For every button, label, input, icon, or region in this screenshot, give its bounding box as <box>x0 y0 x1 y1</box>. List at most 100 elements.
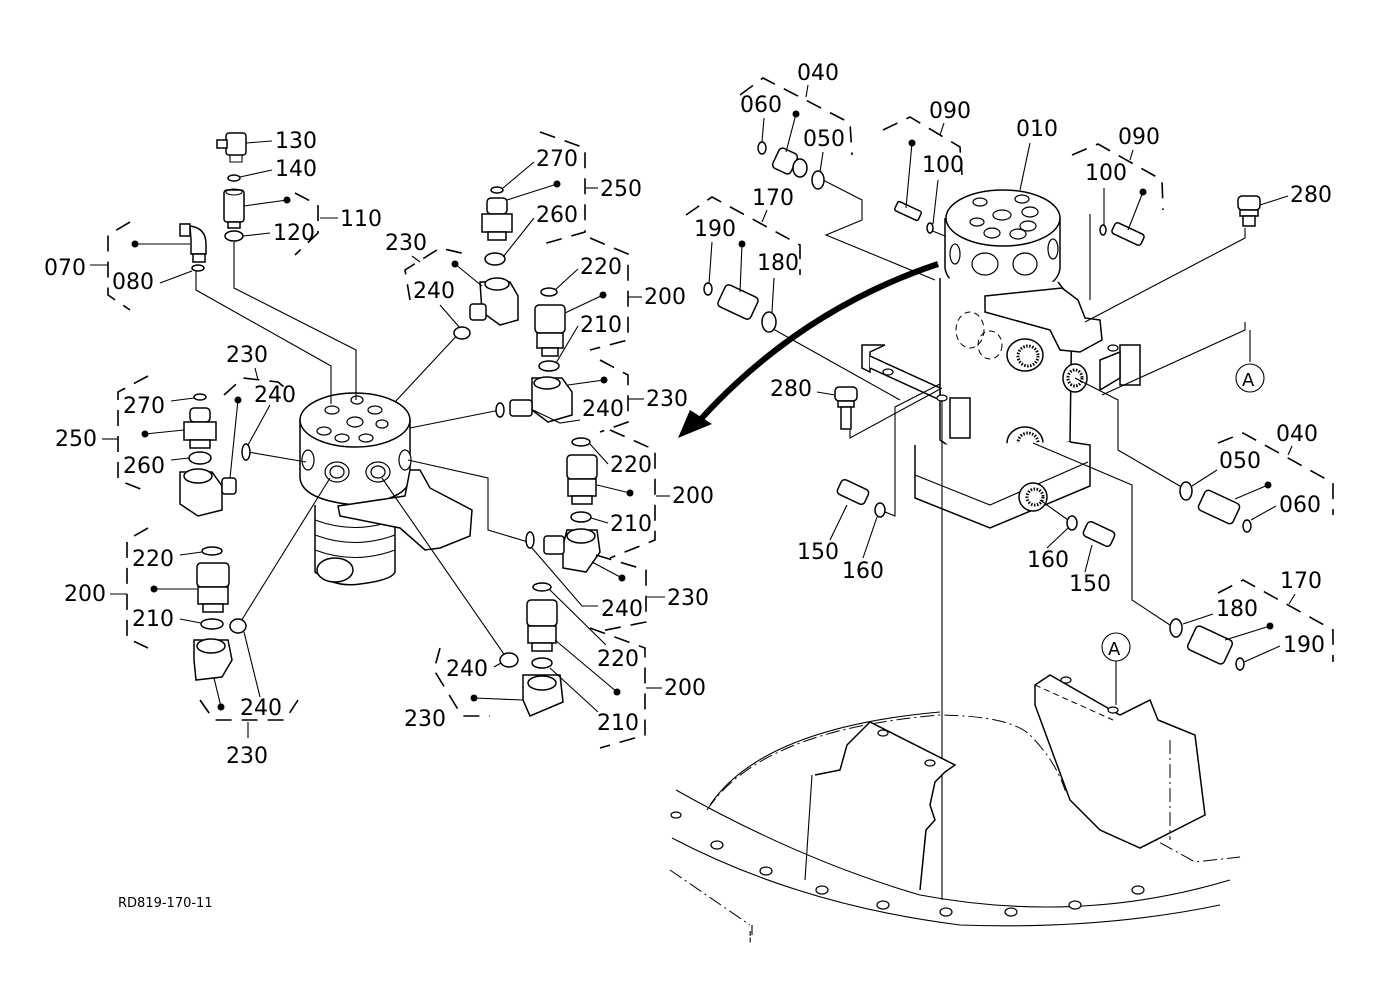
callout-200[interactable]: 200 <box>644 285 686 310</box>
callout-160[interactable]: 160 <box>1027 548 1069 573</box>
callout-250[interactable]: 250 <box>600 177 642 202</box>
callout-240[interactable]: 240 <box>601 597 643 622</box>
callout-070[interactable]: 070 <box>44 256 86 281</box>
callout-200[interactable]: 200 <box>672 484 714 509</box>
callout-040[interactable]: 040 <box>797 61 839 86</box>
callout-280[interactable]: 280 <box>1290 183 1332 208</box>
part-230-elbow-c <box>525 528 626 582</box>
callout-040[interactable]: 040 <box>1276 422 1318 447</box>
callout-230[interactable]: 230 <box>404 707 446 732</box>
callout-200[interactable]: 200 <box>664 676 706 701</box>
part-090-fitting-a <box>894 139 934 234</box>
svg-text:¦: ¦ <box>748 929 752 944</box>
callout-100[interactable]: 100 <box>922 153 964 178</box>
callout-270[interactable]: 270 <box>123 394 165 419</box>
group-brackets-left <box>107 131 656 749</box>
callout-240[interactable]: 240 <box>582 397 624 422</box>
swivel-joint-exploded <box>107 131 656 749</box>
callout-labels: 130 140 120 110 070 080 270 250 260 230 … <box>44 61 1332 769</box>
flange-bolt-holes <box>670 811 1145 917</box>
part-040-fitting-b <box>1179 481 1272 533</box>
callout-090[interactable]: 090 <box>1118 125 1160 150</box>
callout-240[interactable]: 240 <box>254 383 296 408</box>
callout-220[interactable]: 220 <box>597 647 639 672</box>
callout-260[interactable]: 260 <box>536 203 578 228</box>
part-230-elbow-b <box>193 638 233 711</box>
svg-text:A: A <box>1108 639 1121 660</box>
callout-080[interactable]: 080 <box>112 270 154 295</box>
callout-110[interactable]: 110 <box>340 207 382 232</box>
callout-240[interactable]: 240 <box>413 279 455 304</box>
callout-200[interactable]: 200 <box>64 582 106 607</box>
part-170-fitting-b <box>1169 618 1274 671</box>
callout-170[interactable]: 170 <box>1280 569 1322 594</box>
part-250-adapter-top <box>481 180 561 266</box>
callout-050[interactable]: 050 <box>1219 449 1261 474</box>
callout-150[interactable]: 150 <box>797 540 839 565</box>
callout-180[interactable]: 180 <box>1216 597 1258 622</box>
swivel-joint-installed <box>861 189 1141 529</box>
callout-210[interactable]: 210 <box>597 711 639 736</box>
callout-230[interactable]: 230 <box>667 586 709 611</box>
callout-190[interactable]: 190 <box>1283 633 1325 658</box>
drawing-code: RD819-170-11 <box>118 896 213 911</box>
callout-170[interactable]: 170 <box>752 186 794 211</box>
callout-210[interactable]: 210 <box>610 512 652 537</box>
callout-150[interactable]: 150 <box>1069 572 1111 597</box>
callout-050[interactable]: 050 <box>803 127 845 152</box>
part-170-fitting-top <box>703 240 777 333</box>
part-230-elbow-d <box>470 652 564 717</box>
callout-260[interactable]: 260 <box>123 454 165 479</box>
callout-100[interactable]: 100 <box>1085 161 1127 186</box>
callout-090[interactable]: 090 <box>929 99 971 124</box>
frame-housing: ¦ <box>669 674 1241 944</box>
part-200-adapter-d <box>526 582 621 696</box>
part-150-fitting-b <box>1066 515 1116 548</box>
callout-210[interactable]: 210 <box>580 313 622 338</box>
callout-270[interactable]: 270 <box>536 147 578 172</box>
callout-220[interactable]: 220 <box>132 547 174 572</box>
callout-240[interactable]: 240 <box>240 696 282 721</box>
part-200-adapter-b <box>150 546 247 634</box>
callout-230[interactable]: 230 <box>646 387 688 412</box>
swivel-joint-body <box>299 392 473 586</box>
svg-text:A: A <box>1242 370 1255 391</box>
part-070-elbow <box>131 223 207 272</box>
callout-060[interactable]: 060 <box>740 93 782 118</box>
part-200-adapter-a <box>534 287 607 372</box>
callout-130[interactable]: 130 <box>275 129 317 154</box>
part-150-fitting-a <box>836 478 886 518</box>
part-130-cap <box>216 132 247 182</box>
part-040-fitting-top <box>757 110 825 190</box>
callout-210[interactable]: 210 <box>132 607 174 632</box>
callout-160[interactable]: 160 <box>842 559 884 584</box>
callout-230[interactable]: 230 <box>385 231 427 256</box>
callout-180[interactable]: 180 <box>757 251 799 276</box>
callout-190[interactable]: 190 <box>694 217 736 242</box>
group-brackets-right <box>685 77 1334 662</box>
part-280-bolt-b <box>816 386 858 430</box>
part-230-elbow-left <box>179 396 251 517</box>
part-110-adapter <box>223 188 291 242</box>
part-200-adapter-c <box>566 437 634 523</box>
callout-140[interactable]: 140 <box>275 157 317 182</box>
callout-060[interactable]: 060 <box>1279 493 1321 518</box>
callout-280[interactable]: 280 <box>770 377 812 402</box>
callout-240[interactable]: 240 <box>446 657 488 682</box>
callout-220[interactable]: 220 <box>580 255 622 280</box>
reference-marker-a-bottom: A <box>1101 632 1131 705</box>
part-230-elbow-top <box>451 260 519 340</box>
callout-220[interactable]: 220 <box>610 453 652 478</box>
direction-arrow <box>697 261 939 423</box>
part-280-bolt-a <box>1237 195 1289 227</box>
callout-230[interactable]: 230 <box>226 744 268 769</box>
callout-230[interactable]: 230 <box>226 343 268 368</box>
callout-120[interactable]: 120 <box>273 221 315 246</box>
callout-010[interactable]: 010 <box>1016 117 1058 142</box>
reference-marker-a-top: A <box>1235 330 1265 393</box>
leader-lines-right <box>765 179 1246 900</box>
part-230-elbow-a <box>495 376 608 423</box>
part-090-fitting-b <box>1099 188 1147 246</box>
callout-250[interactable]: 250 <box>55 427 97 452</box>
